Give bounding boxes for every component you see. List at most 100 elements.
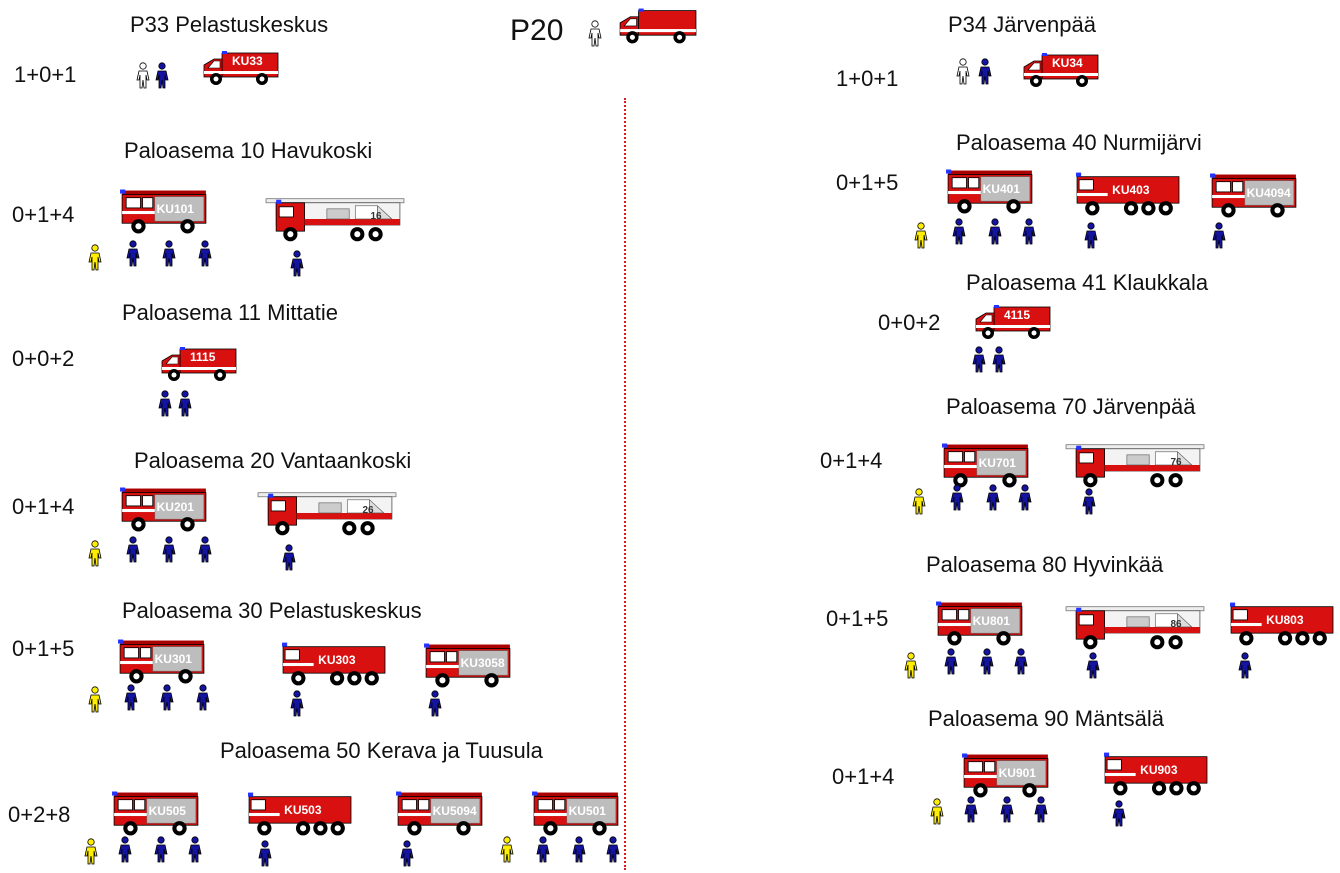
- firefighter-icon: [964, 796, 978, 824]
- vehicle-label: KU401: [982, 181, 1020, 196]
- firefighter-icon: [428, 690, 442, 718]
- vehicle-label: KU505: [148, 803, 186, 818]
- vehicle-label: KU4094: [1246, 185, 1291, 200]
- vehicle-engine: KU505: [110, 788, 202, 840]
- firefighter-icon: [1034, 796, 1048, 824]
- vehicle-label: KU5094: [432, 803, 477, 818]
- firefighter-icon: [992, 346, 1006, 374]
- vehicle-label: KU34: [1052, 55, 1083, 70]
- firefighter-icon: [980, 648, 994, 676]
- firefighter-icon: [160, 684, 174, 712]
- vehicle-ladder: 86: [1064, 602, 1206, 654]
- firefighter-icon: [136, 62, 150, 90]
- vehicle-engine: KU101: [118, 186, 210, 238]
- station-title: P34 Järvenpää: [948, 12, 1096, 37]
- officer-icon: [500, 836, 514, 864]
- vehicle-label: KU503: [284, 803, 322, 818]
- firefighter-icon: [1084, 222, 1098, 250]
- vehicle-label: KU33: [232, 53, 263, 68]
- vehicle-label: KU701: [978, 455, 1016, 470]
- vehicle-label: 76: [1170, 456, 1182, 468]
- vehicle-van: 4115: [972, 304, 1052, 342]
- firefighter-icon: [1000, 796, 1014, 824]
- vehicle-tanker: KU403: [1074, 170, 1180, 218]
- vehicle-label: KU803: [1266, 613, 1304, 628]
- firefighter-icon: [988, 218, 1002, 246]
- station-strength: 0+1+4: [12, 494, 75, 519]
- vehicle-label: 26: [362, 504, 374, 516]
- officer-icon: [930, 798, 944, 826]
- station-strength: 0+0+2: [878, 310, 941, 335]
- vehicle-engine: KU3058: [422, 640, 514, 692]
- firefighter-icon: [978, 58, 992, 86]
- station-strength: 0+1+5: [826, 606, 889, 631]
- station-title: Paloasema 40 Nurmijärvi: [956, 130, 1202, 155]
- vehicle-engine: KU301: [116, 636, 208, 688]
- vehicle-label: KU903: [1140, 763, 1178, 778]
- station-title: Paloasema 90 Mäntsälä: [928, 706, 1165, 731]
- header-van-icon: [616, 8, 698, 46]
- station-title: Paloasema 30 Pelastuskeskus: [122, 598, 422, 623]
- station-title: Paloasema 10 Havukoski: [124, 138, 373, 163]
- firefighter-icon: [952, 218, 966, 246]
- firefighter-icon: [155, 62, 169, 90]
- firefighter-icon: [1018, 484, 1032, 512]
- firefighter-icon: [944, 648, 958, 676]
- officer-icon: [84, 838, 98, 866]
- station-title: Paloasema 41 Klaukkala: [966, 270, 1209, 295]
- station-title: Paloasema 70 Järvenpää: [946, 394, 1196, 419]
- firefighter-icon: [1238, 652, 1252, 680]
- firefighter-icon: [158, 390, 172, 418]
- firefighter-icon: [572, 836, 586, 864]
- vehicle-tanker: KU303: [280, 640, 386, 688]
- firefighter-icon: [178, 390, 192, 418]
- station-strength: 0+1+4: [820, 448, 883, 473]
- vehicle-ladder: 26: [256, 488, 398, 540]
- firefighter-icon: [1112, 800, 1126, 828]
- station-title: Paloasema 80 Hyvinkää: [926, 552, 1164, 577]
- firefighter-icon: [972, 346, 986, 374]
- station-strength: 0+1+4: [12, 202, 75, 227]
- firefighter-icon: [986, 484, 1000, 512]
- firefighter-icon: [290, 690, 304, 718]
- firefighter-icon: [1022, 218, 1036, 246]
- firefighter-icon: [162, 536, 176, 564]
- vehicle-engine: KU501: [530, 788, 622, 840]
- firefighter-icon: [1014, 648, 1028, 676]
- firefighter-icon: [1082, 488, 1096, 516]
- firefighter-icon: [400, 840, 414, 868]
- firefighter-icon: [126, 536, 140, 564]
- vehicle-van: KU33: [200, 50, 280, 88]
- firefighter-icon: [198, 536, 212, 564]
- firefighter-icon: [126, 240, 140, 268]
- firefighter-icon: [588, 20, 602, 48]
- vehicle-engine: KU801: [934, 598, 1026, 650]
- vehicle-label: KU801: [972, 613, 1010, 628]
- firefighter-icon: [956, 58, 970, 86]
- firefighter-icon: [162, 240, 176, 268]
- station-title: P33 Pelastuskeskus: [130, 12, 329, 37]
- officer-icon: [912, 488, 926, 516]
- firefighter-icon: [196, 684, 210, 712]
- firefighter-icon: [282, 544, 296, 572]
- vehicle-tanker: KU503: [246, 790, 352, 838]
- vehicle-engine: KU701: [940, 440, 1032, 492]
- vehicle-label: 4115: [1004, 307, 1031, 322]
- vehicle-engine: KU5094: [394, 788, 486, 840]
- firefighter-icon: [536, 836, 550, 864]
- vehicle-engine: KU901: [960, 750, 1052, 802]
- vehicle-label: KU901: [998, 765, 1036, 780]
- vehicle-label: KU303: [318, 653, 356, 668]
- vehicle-ladder: 76: [1064, 440, 1206, 492]
- officer-icon: [88, 540, 102, 568]
- vehicle-van: KU34: [1020, 52, 1100, 90]
- vehicle-label: KU201: [156, 499, 194, 514]
- firefighter-icon: [258, 840, 272, 868]
- vehicle-label: 86: [1170, 618, 1182, 630]
- officer-icon: [914, 222, 928, 250]
- station-strength: 1+0+1: [14, 62, 77, 87]
- firefighter-icon: [606, 836, 620, 864]
- station-title: Paloasema 20 Vantaankoski: [134, 448, 412, 473]
- header-unit-label: P20: [510, 14, 564, 47]
- firefighter-icon: [1212, 222, 1226, 250]
